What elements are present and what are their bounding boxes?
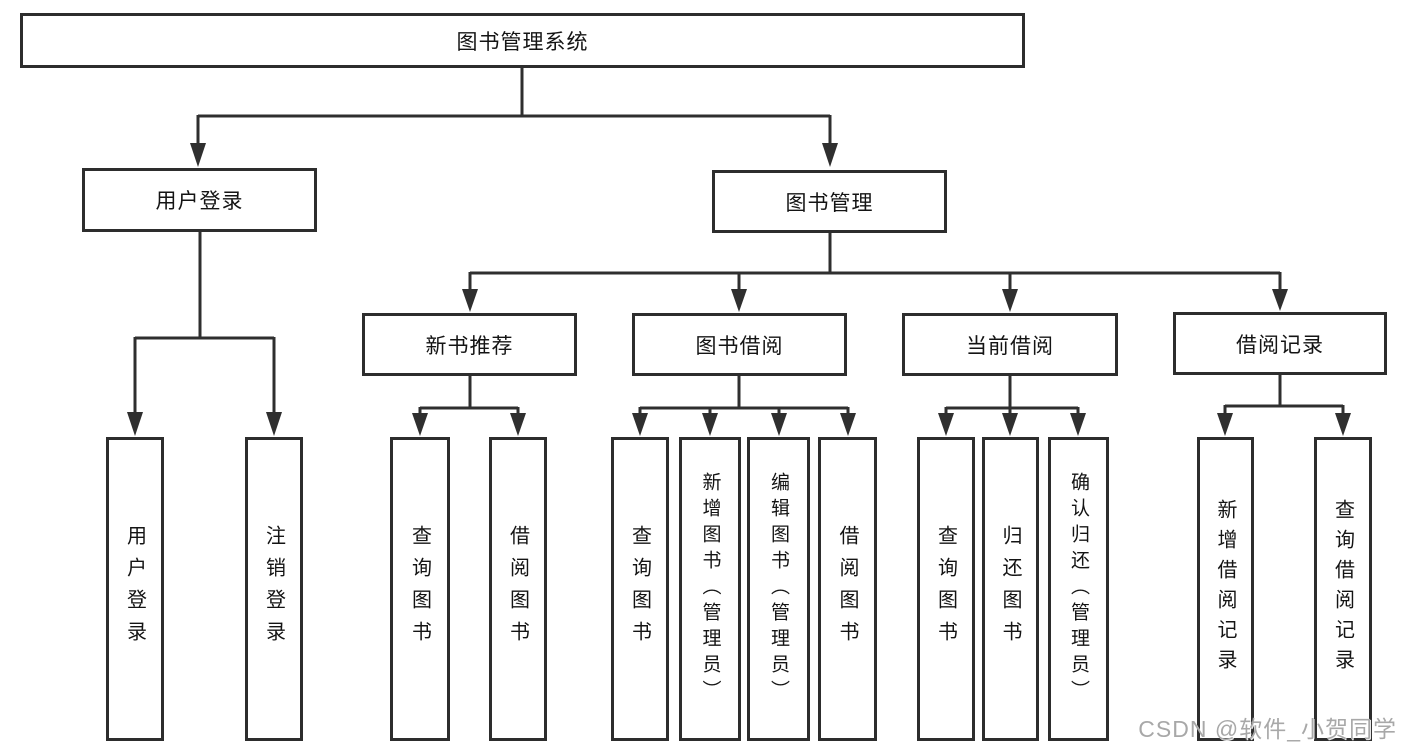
leaf-user-login: 用户登录 bbox=[106, 437, 164, 741]
connector-current-borrow-to-leaves bbox=[938, 376, 1086, 436]
node-current-borrowing: 当前借阅 bbox=[902, 313, 1118, 376]
connector-new-book-to-leaves bbox=[412, 376, 526, 436]
connector-book-management-to-level3 bbox=[462, 233, 1288, 312]
node-book-management: 图书管理 bbox=[712, 170, 947, 233]
leaf-edit-book-admin: 编辑图书（管理员） bbox=[747, 437, 810, 741]
leaf-return-books: 归还图书 bbox=[982, 437, 1039, 741]
leaf-borrow-books-recommend: 借阅图书 bbox=[489, 437, 547, 741]
leaf-add-book-admin: 新增图书（管理员） bbox=[679, 437, 741, 741]
leaf-query-borrow-record: 查询借阅记录 bbox=[1314, 437, 1372, 741]
node-new-book-recommend: 新书推荐 bbox=[362, 313, 577, 376]
node-borrowing-records: 借阅记录 bbox=[1173, 312, 1387, 375]
node-book-borrowing: 图书借阅 bbox=[632, 313, 847, 376]
leaf-query-books-borrow: 查询图书 bbox=[611, 437, 669, 741]
connector-borrow-record-to-leaves bbox=[1217, 375, 1351, 436]
connector-root-to-level2 bbox=[190, 68, 838, 167]
leaf-add-borrow-record: 新增借阅记录 bbox=[1197, 437, 1254, 741]
leaf-confirm-return-admin: 确认归还（管理员） bbox=[1048, 437, 1109, 741]
node-user-login: 用户登录 bbox=[82, 168, 317, 232]
csdn-watermark: CSDN @软件_小贺同学 bbox=[1138, 716, 1397, 742]
connector-book-borrow-to-leaves bbox=[632, 376, 856, 436]
leaf-borrow-books-borrow: 借阅图书 bbox=[818, 437, 877, 741]
leaf-logout-login: 注销登录 bbox=[245, 437, 303, 741]
connector-user-login-to-leaves bbox=[127, 232, 282, 436]
leaf-query-books-recommend: 查询图书 bbox=[390, 437, 450, 741]
leaf-query-books-current: 查询图书 bbox=[917, 437, 975, 741]
node-root: 图书管理系统 bbox=[20, 13, 1025, 68]
